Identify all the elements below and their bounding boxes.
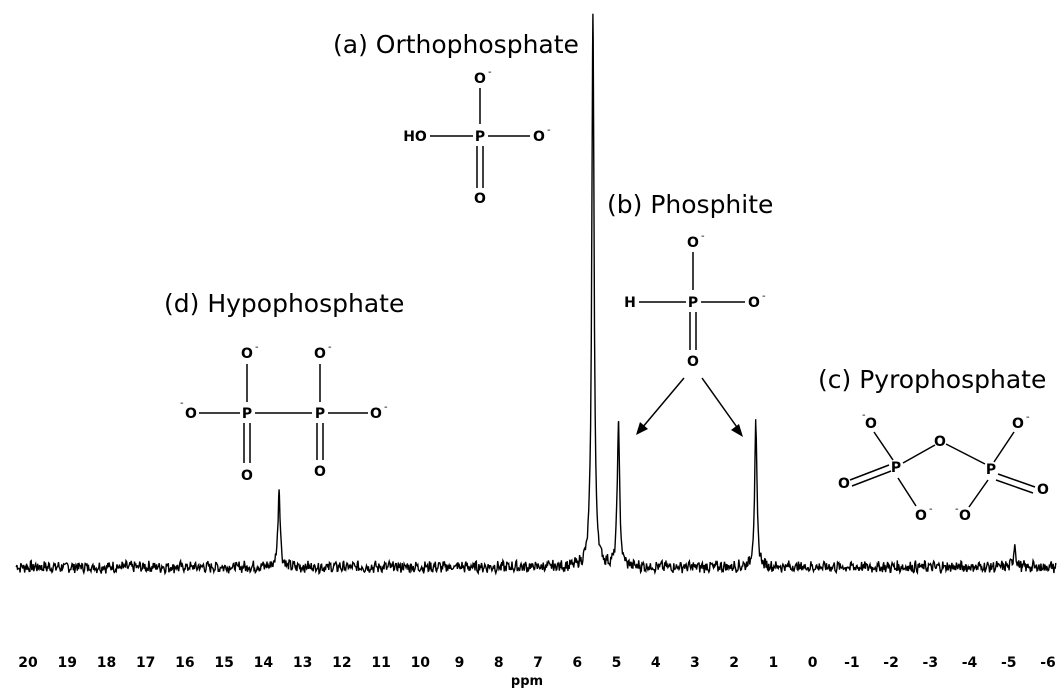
x-tick-label: 20 — [18, 655, 38, 671]
svg-text:O: O — [474, 71, 486, 87]
svg-text:P: P — [891, 460, 901, 476]
spectrum-peak — [1014, 544, 1016, 546]
svg-text:O: O — [241, 468, 253, 484]
svg-text:O: O — [934, 434, 946, 450]
svg-text:O: O — [687, 235, 699, 251]
x-tick-label: 14 — [254, 655, 274, 671]
svg-text:O: O — [687, 354, 699, 370]
svg-text:-: - — [547, 125, 551, 136]
hypophosphate-label: (d) Hypophosphate — [164, 289, 404, 318]
svg-text:P: P — [986, 462, 996, 478]
phosphite-structure: O - H P O - O — [624, 231, 766, 437]
x-tick-label: 3 — [690, 655, 700, 671]
spectrum-peak — [617, 422, 619, 424]
x-tick-label: 1 — [769, 655, 779, 671]
svg-text:-: - — [955, 504, 959, 515]
svg-text:O: O — [838, 476, 850, 492]
svg-text:O: O — [185, 406, 197, 422]
orthophosphate-label: (a) Orthophosphate — [333, 30, 579, 59]
x-tick-label: 10 — [411, 655, 431, 671]
x-tick-label: 11 — [371, 655, 390, 671]
svg-text:O: O — [865, 416, 877, 432]
x-tick-label: 12 — [332, 655, 351, 671]
svg-text:O: O — [241, 346, 253, 362]
x-tick-label: -5 — [1001, 655, 1017, 671]
x-tick-label: 6 — [572, 655, 582, 671]
x-tick-label: -4 — [962, 655, 978, 671]
svg-text:-: - — [328, 342, 332, 353]
svg-text:-: - — [862, 410, 866, 421]
svg-text:-: - — [762, 291, 766, 302]
svg-text:-: - — [929, 504, 933, 515]
svg-text:-: - — [1026, 412, 1030, 423]
x-tick-label: 9 — [455, 655, 465, 671]
svg-text:O: O — [314, 346, 326, 362]
x-tick-label: 19 — [57, 655, 76, 671]
pyrophosphate-label: (c) Pyrophosphate — [818, 365, 1046, 394]
x-tick-label: 5 — [612, 655, 622, 671]
x-tick-label: 18 — [97, 655, 116, 671]
x-tick-label: -3 — [923, 655, 939, 671]
svg-text:P: P — [242, 406, 252, 422]
svg-text:O: O — [474, 191, 486, 207]
spectrum-peak — [278, 489, 280, 491]
x-tick-label: -2 — [883, 655, 899, 671]
x-axis-title: ppm — [511, 674, 543, 688]
x-tick-label: 4 — [651, 655, 661, 671]
hypophosphate-structure: O - O - - O P P O - O O — [180, 342, 388, 484]
spectrum-peak — [592, 13, 594, 15]
svg-text:-: - — [488, 67, 492, 78]
svg-text:P: P — [688, 295, 698, 311]
x-tick-label: 7 — [533, 655, 543, 671]
svg-text:O: O — [1037, 482, 1049, 498]
spectrum-peak — [755, 422, 757, 424]
orthophosphate-structure: O - HO P O - O — [403, 67, 551, 207]
x-tick-label: 8 — [494, 655, 504, 671]
svg-text:-: - — [180, 398, 184, 409]
svg-text:P: P — [475, 129, 485, 145]
x-tick-label: -1 — [844, 655, 860, 671]
x-tick-label: -6 — [1040, 655, 1056, 671]
svg-text:O: O — [533, 129, 545, 145]
svg-text:O: O — [915, 508, 927, 524]
svg-text:O: O — [370, 406, 382, 422]
x-tick-label: 2 — [729, 655, 739, 671]
svg-text:O: O — [1012, 416, 1024, 432]
svg-text:-: - — [701, 231, 705, 242]
x-tick-label: 17 — [136, 655, 155, 671]
svg-text:-: - — [384, 402, 388, 413]
svg-text:O: O — [748, 295, 760, 311]
spectrum-trace — [15, 13, 1057, 576]
phosphite-label: (b) Phosphite — [607, 190, 773, 219]
svg-text:HO: HO — [403, 129, 427, 145]
x-tick-label: 16 — [175, 655, 194, 671]
svg-text:P: P — [315, 406, 325, 422]
pyrophosphate-structure: - O P O P O - O O - O O - — [838, 410, 1049, 524]
svg-text:H: H — [624, 295, 636, 311]
x-tick-label: 15 — [214, 655, 233, 671]
svg-text:O: O — [959, 508, 971, 524]
svg-text:-: - — [255, 342, 259, 353]
x-tick-label: 13 — [293, 655, 312, 671]
svg-text:O: O — [314, 464, 326, 480]
x-tick-label: 0 — [808, 655, 818, 671]
